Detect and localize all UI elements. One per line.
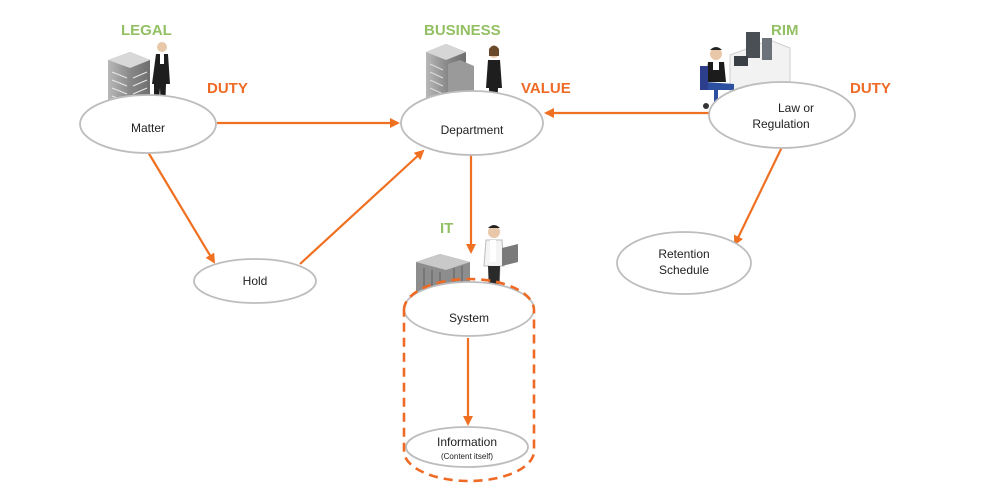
relation-label-duty-right: DUTY [850, 80, 891, 97]
node-matter-label: Matter [131, 121, 165, 135]
role-label-business: BUSINESS [424, 22, 501, 39]
role-label-rim: RIM [771, 22, 799, 39]
role-label-it: IT [440, 220, 453, 237]
node-hold: Hold [193, 258, 317, 304]
role-label-legal: LEGAL [121, 22, 172, 39]
node-department-label: Department [441, 123, 504, 137]
node-system: System [403, 281, 535, 337]
node-retention-schedule: Retention Schedule [616, 231, 752, 295]
node-information-sublabel: (Content itself) [441, 452, 493, 461]
node-retention-line2: Schedule [659, 263, 709, 277]
node-hold-label: Hold [243, 274, 268, 288]
node-information: Information (Content itself) [405, 426, 529, 468]
node-information-label: Information [437, 435, 497, 449]
relation-label-duty-left: DUTY [207, 80, 248, 97]
arrow-hold-to-department [299, 149, 425, 265]
node-law-or-regulation: Law or Regulation [708, 81, 856, 149]
node-department: Department [400, 90, 544, 156]
node-matter: Matter [79, 94, 217, 154]
arrow-law-to-retention [733, 146, 783, 246]
node-retention-line1: Retention [658, 247, 709, 261]
node-system-label: System [449, 311, 489, 325]
system-information-cylinder [402, 277, 536, 483]
connector-arrows [147, 108, 783, 426]
arrow-matter-to-hold [147, 151, 216, 264]
node-law-line1: Law or [778, 101, 814, 115]
node-law-line2: Regulation [752, 117, 809, 131]
relation-label-value: VALUE [521, 80, 571, 97]
